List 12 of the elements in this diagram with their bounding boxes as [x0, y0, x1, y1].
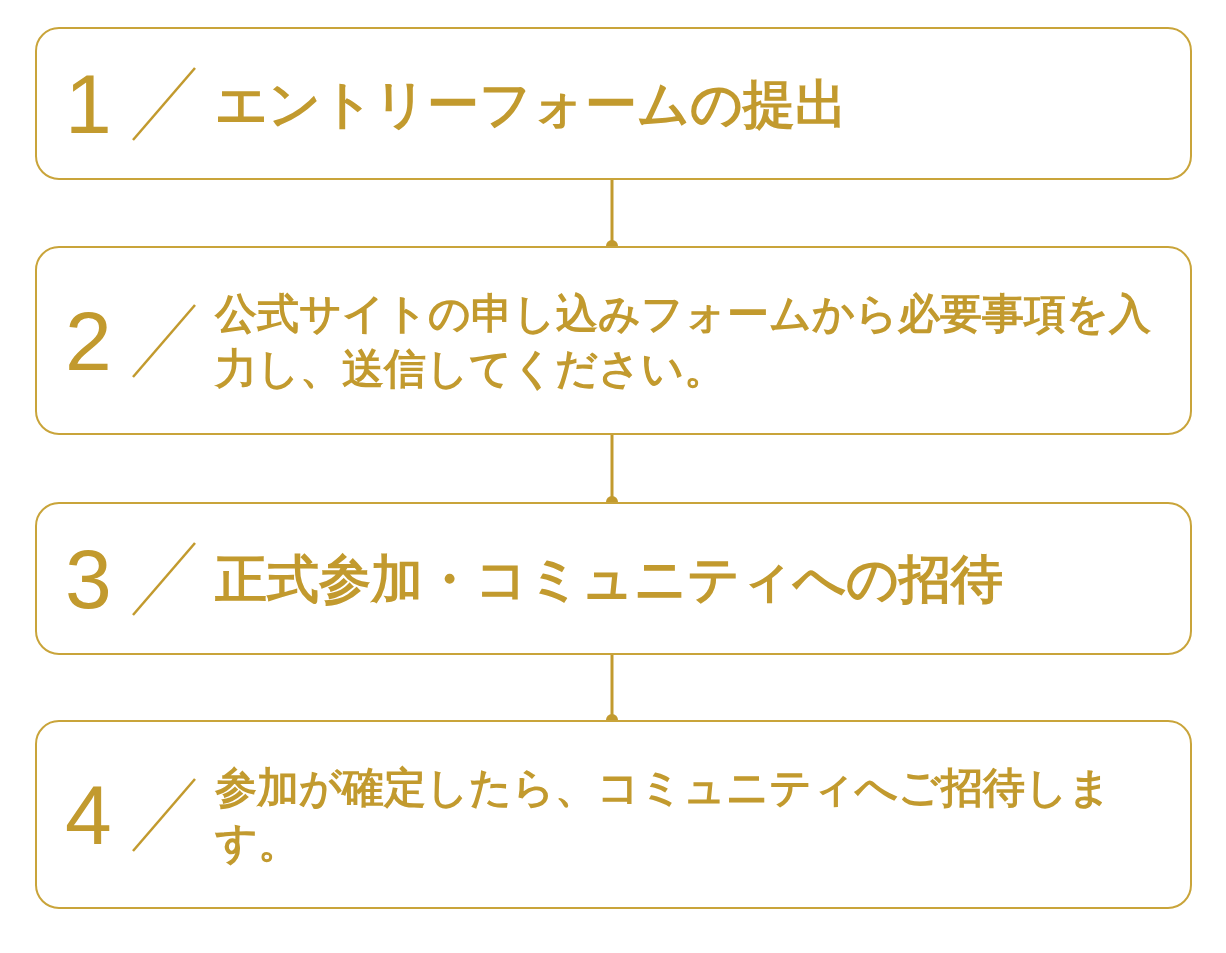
step-number: 2 — [65, 298, 112, 383]
step-text: 正式参加・コミュニティへの招待 — [215, 547, 1004, 611]
step-box — [35, 27, 1192, 180]
step-text: 参加が確定したら、コミュニティへご招待します。 — [215, 761, 1112, 869]
step-number: 3 — [65, 536, 112, 621]
step-number: 1 — [65, 61, 112, 146]
step-box — [35, 502, 1192, 655]
step-text: 公式サイトの申し込みフォームから必要事項を入力し、送信してください。 — [215, 287, 1152, 395]
step-text: エントリーフォームの提出 — [215, 72, 848, 136]
step-box — [35, 246, 1192, 435]
step-number: 4 — [65, 772, 112, 857]
step-box — [35, 720, 1192, 909]
